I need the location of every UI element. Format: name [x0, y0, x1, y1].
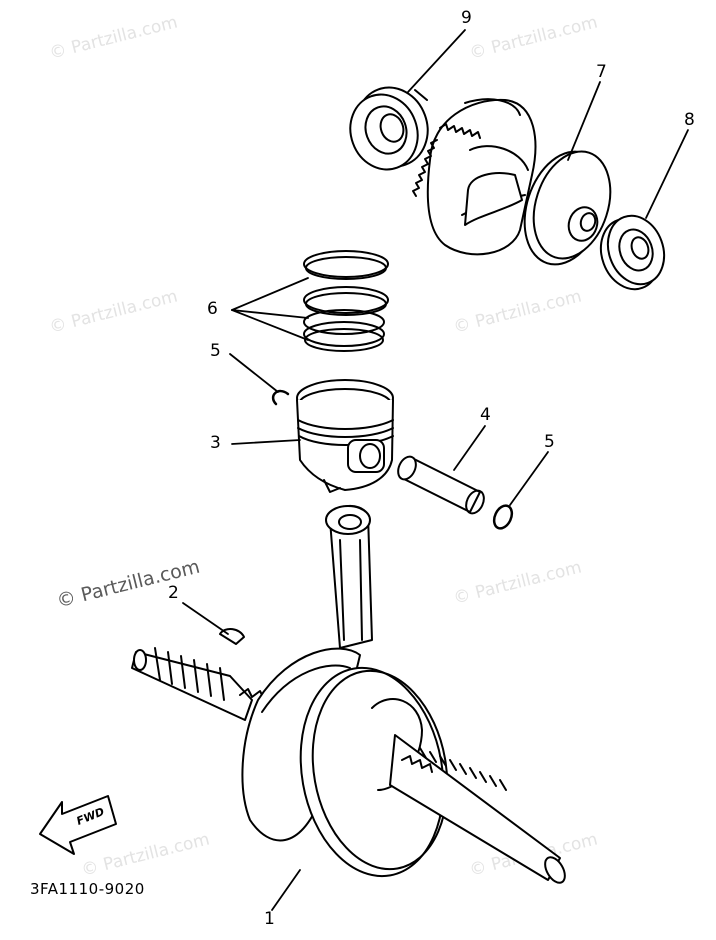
- diagram-code: 3FA1110-9020: [30, 880, 145, 898]
- piston-3: [296, 379, 394, 493]
- callout-7: 7: [596, 62, 607, 82]
- crankshaft-1: [131, 505, 566, 884]
- piston-rings-6: [303, 250, 389, 352]
- bearing-8: [599, 214, 666, 291]
- leader-6a: [231, 277, 309, 311]
- piston-pin-4: [397, 455, 485, 515]
- leader-8: [645, 129, 689, 219]
- callout-4: 4: [480, 405, 491, 425]
- leader-9: [407, 29, 466, 93]
- callout-9: 9: [461, 8, 472, 28]
- callout-6: 6: [207, 299, 218, 319]
- leader-2: [182, 602, 229, 635]
- leader-6c: [231, 309, 309, 341]
- leader-7: [567, 81, 601, 161]
- balancer-shaft-7: [412, 98, 612, 266]
- clip-5-left: [271, 389, 290, 406]
- callout-5-right: 5: [544, 432, 555, 452]
- leader-5b: [509, 451, 549, 506]
- leader-6b: [231, 309, 309, 319]
- callout-1: 1: [264, 909, 275, 929]
- clip-5-right: [492, 504, 514, 530]
- leader-3: [231, 439, 301, 445]
- leader-1: [271, 869, 301, 911]
- callout-3: 3: [210, 433, 221, 453]
- callout-8: 8: [684, 110, 695, 130]
- bearing-9: [349, 86, 429, 171]
- leader-5a: [229, 353, 279, 393]
- forward-arrow-icon: [39, 795, 117, 855]
- callout-2: 2: [168, 583, 179, 603]
- callout-5-left: 5: [210, 341, 221, 361]
- callout-leaders: [182, 29, 689, 911]
- leader-4: [453, 425, 486, 471]
